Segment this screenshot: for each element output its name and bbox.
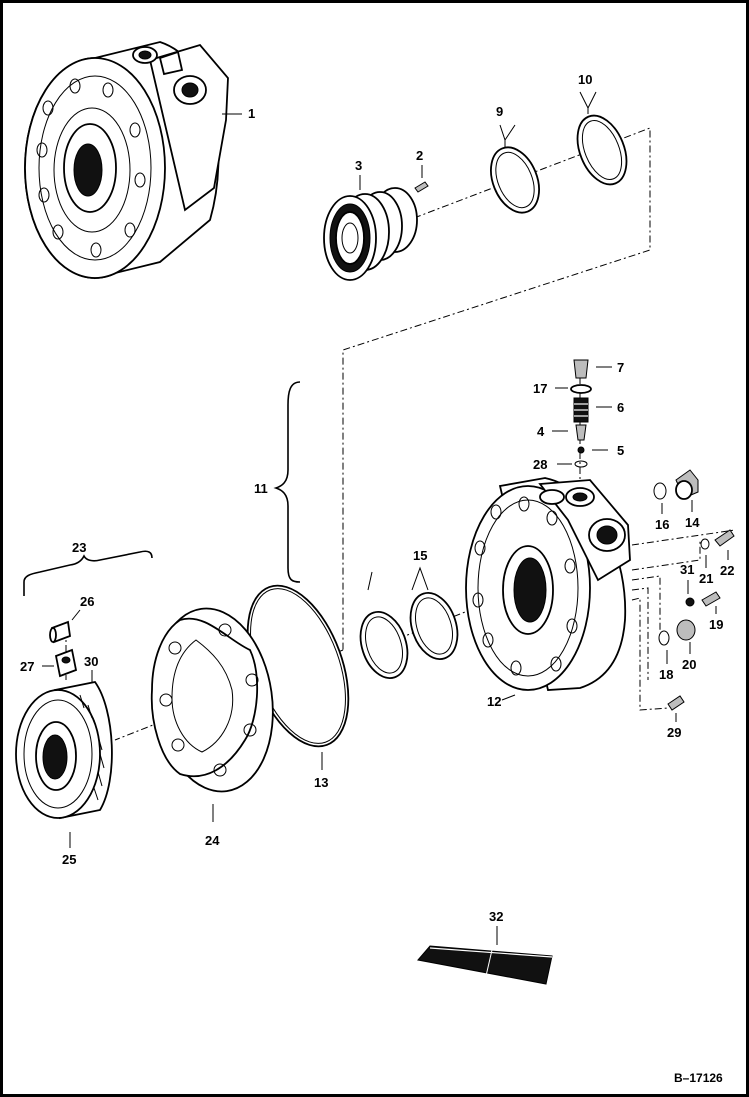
callout-23: 23	[72, 540, 86, 555]
figure-reference: B–17126	[674, 1071, 723, 1085]
callout-12: 12	[487, 694, 501, 709]
callout-21: 21	[699, 571, 713, 586]
bolt-29	[667, 695, 685, 711]
oring-18	[658, 630, 670, 646]
seal-ring-9	[490, 146, 540, 214]
motor-housing	[465, 477, 631, 691]
callout-15: 15	[413, 548, 427, 563]
callout-18: 18	[659, 667, 673, 682]
callout-13: 13	[314, 775, 328, 790]
callout-1: 1	[248, 106, 255, 121]
callout-30: 30	[84, 654, 98, 669]
seal-kit-sheet-32	[417, 945, 553, 985]
callout-25: 25	[62, 852, 76, 867]
callout-16: 16	[655, 517, 669, 532]
pin-part	[414, 181, 429, 193]
gerotor-ring-24	[150, 607, 274, 793]
callout-27: 27	[20, 659, 34, 674]
callout-4: 4	[537, 424, 545, 439]
valve-spool	[323, 187, 418, 281]
plug-14	[675, 469, 699, 500]
oring-16	[653, 482, 667, 500]
plug-31	[685, 597, 695, 607]
callout-32: 32	[489, 909, 503, 924]
bolt-22	[714, 529, 735, 547]
pin-26	[49, 620, 71, 644]
bolt-19	[701, 591, 721, 607]
brace-11	[273, 381, 301, 583]
motor-assembly	[24, 41, 229, 280]
callout-24: 24	[205, 833, 220, 848]
callout-11: 11	[254, 481, 268, 496]
callout-14: 14	[685, 515, 700, 530]
plug-20	[676, 619, 696, 641]
callout-28: 28	[533, 457, 547, 472]
callout-31: 31	[680, 562, 694, 577]
callout-26: 26	[80, 594, 94, 609]
callout-29: 29	[667, 725, 681, 740]
callout-22: 22	[720, 563, 734, 578]
callout-5: 5	[617, 443, 624, 458]
callout-20: 20	[682, 657, 696, 672]
callout-19: 19	[709, 617, 723, 632]
seal-rings-15	[359, 592, 459, 679]
callout-2: 2	[416, 148, 423, 163]
callout-7: 7	[617, 360, 624, 375]
callout-10: 10	[578, 72, 592, 87]
rotor-25	[15, 681, 113, 820]
key-27	[54, 648, 78, 678]
washer-21	[700, 538, 710, 550]
callout-17: 17	[533, 381, 547, 396]
seal-ring-10	[576, 114, 628, 186]
callout-6: 6	[617, 400, 624, 415]
callout-9: 9	[496, 104, 503, 119]
callout-3: 3	[355, 158, 362, 173]
brace-23	[23, 550, 153, 596]
relief-valve-stack	[570, 359, 592, 468]
